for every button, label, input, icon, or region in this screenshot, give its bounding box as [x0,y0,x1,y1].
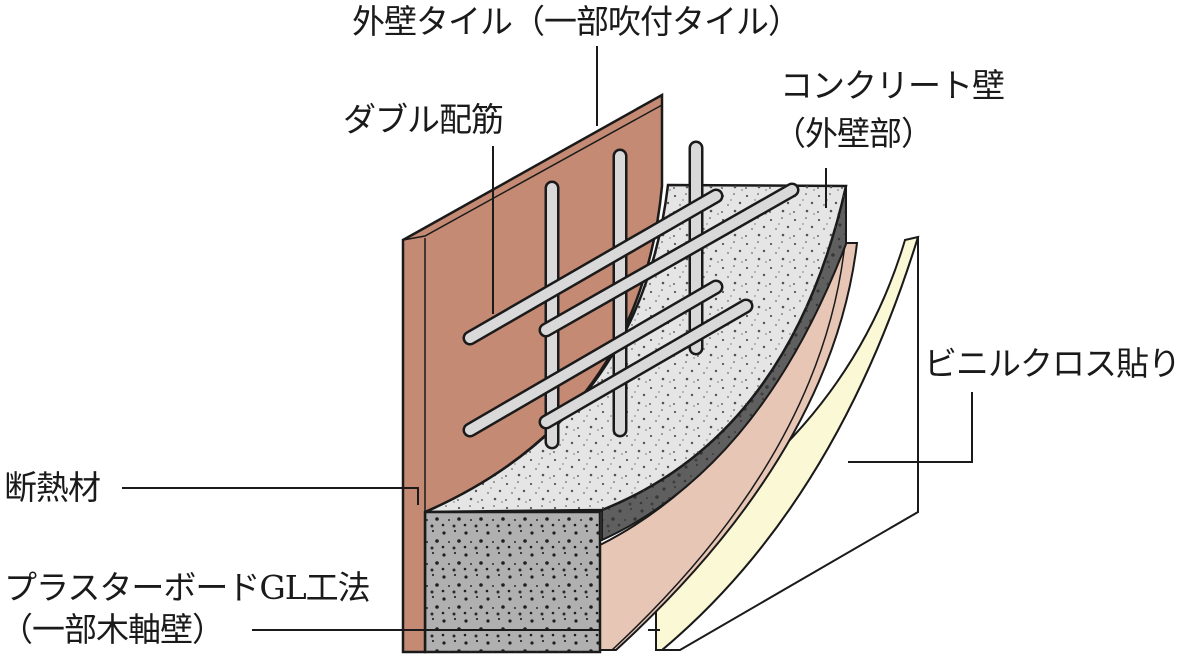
label-exterior-tile: 外壁タイル（一部吹付タイル） [352,2,801,41]
label-double-rebar: ダブル配筋 [343,100,504,139]
insulation-texture [602,186,846,540]
plasterboard-inner-line [611,242,846,651]
label-insulation: 断熱材 [4,468,101,507]
label-concrete-wall-sub: （外壁部） [773,114,934,153]
concrete-front-edge [599,508,603,541]
exterior-tile-top-edge [402,104,663,241]
leader-lines [122,46,973,631]
label-concrete-wall: コンクリート壁 [780,66,1005,105]
label-plasterboard: プラスターボードGL工法 [4,568,371,607]
leader-insulation [122,487,419,505]
leader-vinyl-cloth [848,392,973,463]
concrete-front-texture [425,512,600,652]
leader-plasterboard [252,610,601,631]
label-vinyl-cloth: ビニルクロス貼り [924,344,1181,383]
double-rebar [462,140,800,450]
concrete-top-texture [425,185,846,512]
label-plasterboard-sub: （一部木軸壁） [0,610,225,649]
